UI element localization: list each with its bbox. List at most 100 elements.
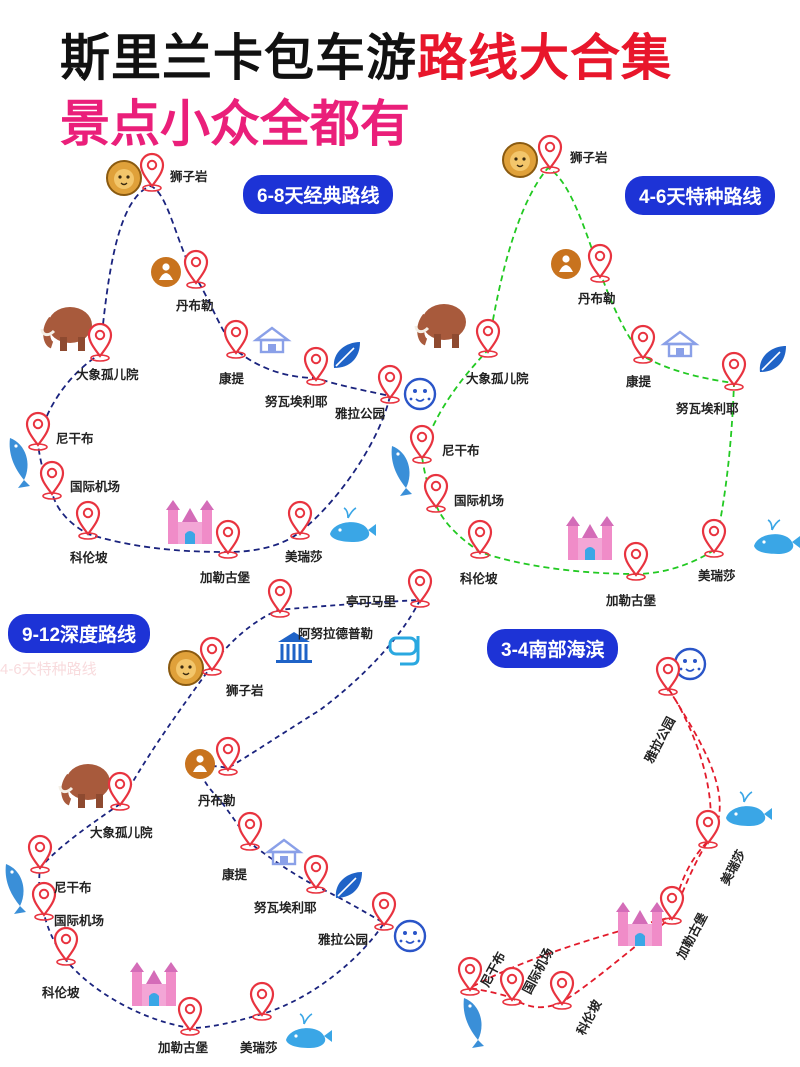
main-title-line1: 斯里兰卡包车游路线大合集 [60, 18, 672, 90]
location-pin-icon[interactable] [25, 411, 51, 452]
location-pin-icon[interactable] [27, 834, 53, 875]
location-pin-icon[interactable] [407, 568, 433, 609]
location-pin-icon[interactable] [177, 996, 203, 1037]
whale-icon [330, 507, 376, 542]
whale-icon [754, 519, 800, 554]
location-pin-icon[interactable] [267, 578, 293, 619]
faded-watermark-text: 4-6天特种路线 [0, 661, 97, 678]
location-pin-icon[interactable] [75, 500, 101, 541]
location-pin-icon[interactable] [223, 319, 249, 360]
location-pin-icon[interactable] [215, 736, 241, 777]
stop-label: 大象孤儿院 [76, 367, 139, 382]
stop-label: 狮子岩 [169, 169, 208, 184]
stop-label: 国际机场 [519, 945, 556, 996]
stop-label: 国际机场 [454, 493, 504, 508]
stop-label: 加勒古堡 [157, 1040, 209, 1055]
buddha-temple-icon [151, 257, 181, 287]
location-pin-icon[interactable] [31, 881, 57, 922]
stop-label: 努瓦埃利耶 [253, 900, 317, 915]
fish-icon [5, 864, 26, 914]
lion-icon [106, 160, 142, 196]
castle-icon [566, 516, 614, 560]
stop-label: 美瑞莎 [717, 847, 748, 888]
location-pin-icon[interactable] [87, 322, 113, 363]
location-pin-icon[interactable] [183, 249, 209, 290]
location-pin-icon[interactable] [409, 424, 435, 465]
location-pin-icon[interactable] [249, 981, 275, 1022]
location-pin-icon[interactable] [721, 351, 747, 392]
stop-label: 亭可马里 [346, 594, 397, 609]
stop-label: 雅拉公园 [641, 714, 678, 766]
stop-label: 大象孤儿院 [466, 371, 529, 386]
location-pin-icon[interactable] [537, 134, 563, 175]
stop-label: 康提 [222, 867, 248, 882]
stop-label: 阿努拉德普勒 [298, 626, 373, 641]
fish-icon [391, 446, 412, 496]
location-pin-icon[interactable] [587, 243, 613, 284]
stop-label: 尼干布 [54, 880, 92, 895]
location-pin-icon[interactable] [303, 346, 329, 387]
stop-label: 康提 [626, 374, 652, 389]
location-pin-icon[interactable] [499, 966, 525, 1007]
mammoth-icon [58, 764, 110, 808]
title-black-part: 斯里兰卡包车游 [60, 30, 417, 86]
ruins-icon [276, 632, 312, 663]
location-pin-icon[interactable] [139, 152, 165, 193]
fish-icon [463, 998, 484, 1048]
whale-icon [286, 1013, 332, 1048]
route-badge-south-coast: 3-4南部海滨 [487, 629, 619, 668]
stop-label: 科伦坡 [573, 997, 604, 1038]
buddha-temple-icon [185, 749, 215, 779]
stop-label: 加勒古堡 [673, 910, 710, 963]
tea-leaf-icon [333, 342, 360, 368]
stop-label: 美瑞莎 [240, 1040, 278, 1055]
stop-label: 国际机场 [54, 913, 104, 928]
location-pin-icon[interactable] [303, 854, 329, 895]
location-pin-icon[interactable] [199, 636, 225, 677]
leopard-icon [673, 647, 707, 681]
stop-label: 美瑞莎 [285, 549, 323, 564]
stop-label: 尼干布 [56, 431, 94, 446]
stop-label: 丹布勒 [198, 793, 236, 808]
location-pin-icon[interactable] [659, 885, 685, 926]
location-pin-icon[interactable] [287, 500, 313, 541]
location-pin-icon[interactable] [215, 519, 241, 560]
stop-label: 狮子岩 [225, 683, 264, 698]
location-pin-icon[interactable] [549, 970, 575, 1011]
location-pin-icon[interactable] [467, 519, 493, 560]
location-pin-icon[interactable] [39, 460, 65, 501]
temple-roof-icon [252, 326, 292, 354]
location-pin-icon[interactable] [237, 811, 263, 852]
castle-icon [130, 962, 178, 1006]
stop-label: 努瓦埃利耶 [675, 401, 739, 416]
stop-label: 丹布勒 [176, 298, 214, 313]
stop-label: 科伦坡 [70, 550, 108, 565]
temple-roof-icon [264, 838, 304, 866]
route-line-2 [38, 599, 422, 1029]
stop-label: 雅拉公园 [334, 406, 385, 421]
lion-icon [168, 650, 204, 686]
location-pin-icon[interactable] [630, 324, 656, 365]
location-pin-icon[interactable] [53, 926, 79, 967]
tea-leaf-icon [335, 872, 362, 898]
route-line-1 [421, 166, 735, 575]
location-pin-icon[interactable] [701, 518, 727, 559]
location-pin-icon[interactable] [371, 891, 397, 932]
stop-label: 努瓦埃利耶 [264, 394, 328, 409]
location-pin-icon[interactable] [475, 318, 501, 359]
snorkel-icon [388, 636, 420, 666]
stop-label: 尼干布 [442, 443, 480, 458]
location-pin-icon[interactable] [377, 364, 403, 405]
main-title-line2: 景点小众全都有 [60, 96, 410, 152]
mammoth-icon [414, 304, 466, 348]
location-pin-icon[interactable] [423, 473, 449, 514]
location-pin-icon[interactable] [623, 541, 649, 582]
stop-label: 加勒古堡 [605, 593, 657, 608]
location-pin-icon[interactable] [655, 656, 681, 697]
location-pin-icon[interactable] [695, 809, 721, 850]
location-pin-icon[interactable] [107, 771, 133, 812]
location-pin-icon[interactable] [457, 956, 483, 997]
route-badge-express: 4-6天特种路线 [625, 176, 776, 215]
stop-label: 丹布勒 [578, 291, 616, 306]
leopard-icon [403, 377, 437, 411]
